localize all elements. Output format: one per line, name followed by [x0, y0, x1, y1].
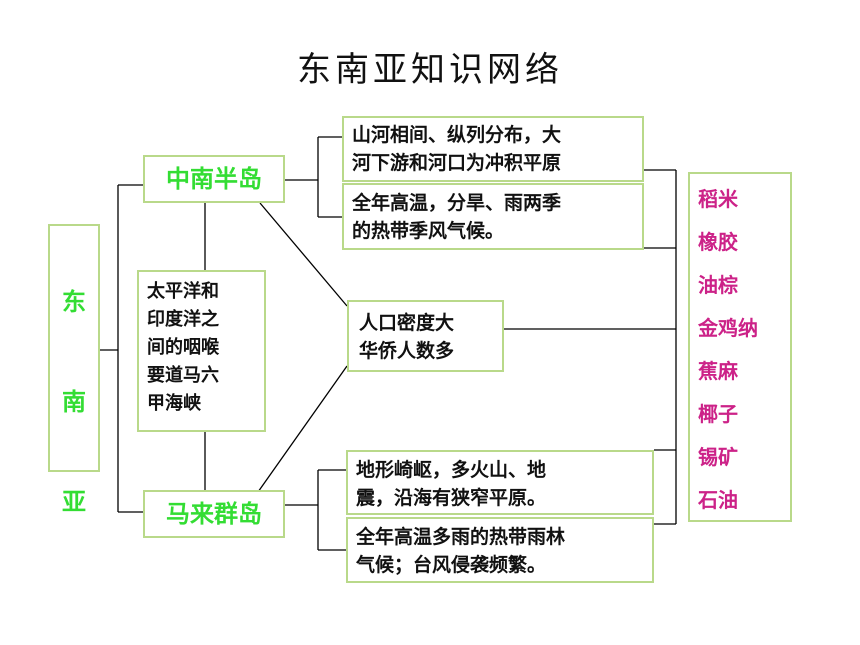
strait-line: 间的咽喉: [147, 337, 219, 358]
fact-line: 河下游和河口为冲积平原: [352, 152, 562, 174]
resource-item: 橡胶: [698, 230, 738, 254]
root-char: 南: [62, 388, 86, 416]
strait-line: 要道马六: [147, 365, 219, 386]
resource-item: 锡矿: [698, 445, 738, 469]
resource-item: 油棕: [698, 273, 738, 297]
fact-line: 山河相间、纵列分布，大: [352, 124, 562, 146]
branch-indochina: 中南半岛: [143, 155, 285, 203]
population-line: 人口密度大: [359, 312, 455, 334]
population-box: 人口密度大 华侨人数多: [347, 300, 504, 372]
malay-climate-box: 全年高温多雨的热带雨林 气候；台风侵袭频繁。: [346, 517, 654, 583]
resource-item: 金鸡纳: [698, 316, 758, 340]
strait-line: 太平洋和: [147, 281, 219, 302]
root-char: 东: [62, 288, 86, 316]
strait-box: 太平洋和 印度洋之 间的咽喉 要道马六 甲海峡: [137, 270, 266, 432]
fact-line: 的热带季风气候。: [352, 220, 505, 242]
population-line: 华侨人数多: [359, 340, 455, 362]
fact-line: 气候；台风侵袭频繁。: [356, 554, 547, 576]
strait-line: 甲海峡: [147, 393, 201, 414]
malay-terrain-box: 地形崎岖，多火山、地 震，沿海有狭窄平原。: [346, 450, 654, 515]
fact-line: 全年高温，分旱、雨两季: [352, 192, 562, 214]
resource-item: 稻米: [698, 187, 738, 211]
root-box-southeast-asia: 东 南 亚: [48, 224, 100, 516]
fact-line: 全年高温多雨的热带雨林: [356, 526, 566, 548]
root-char: 亚: [62, 488, 86, 516]
resource-item: 蕉麻: [698, 359, 738, 383]
strait-line: 印度洋之: [147, 309, 219, 330]
fact-line: 地形崎岖，多火山、地: [356, 459, 547, 481]
resource-item: 椰子: [698, 402, 738, 426]
indochina-terrain-box: 山河相间、纵列分布，大 河下游和河口为冲积平原: [342, 116, 644, 182]
page-title: 东南亚知识网络: [297, 50, 563, 90]
fact-line: 震，沿海有狭窄平原。: [356, 487, 547, 509]
branch-malay-archipelago: 马来群岛: [143, 490, 285, 538]
resource-item: 石油: [698, 488, 738, 512]
resources-box: 稻米 橡胶 油棕 金鸡纳 蕉麻 椰子 锡矿 石油: [688, 172, 792, 522]
indochina-climate-box: 全年高温，分旱、雨两季 的热带季风气候。: [342, 183, 644, 250]
